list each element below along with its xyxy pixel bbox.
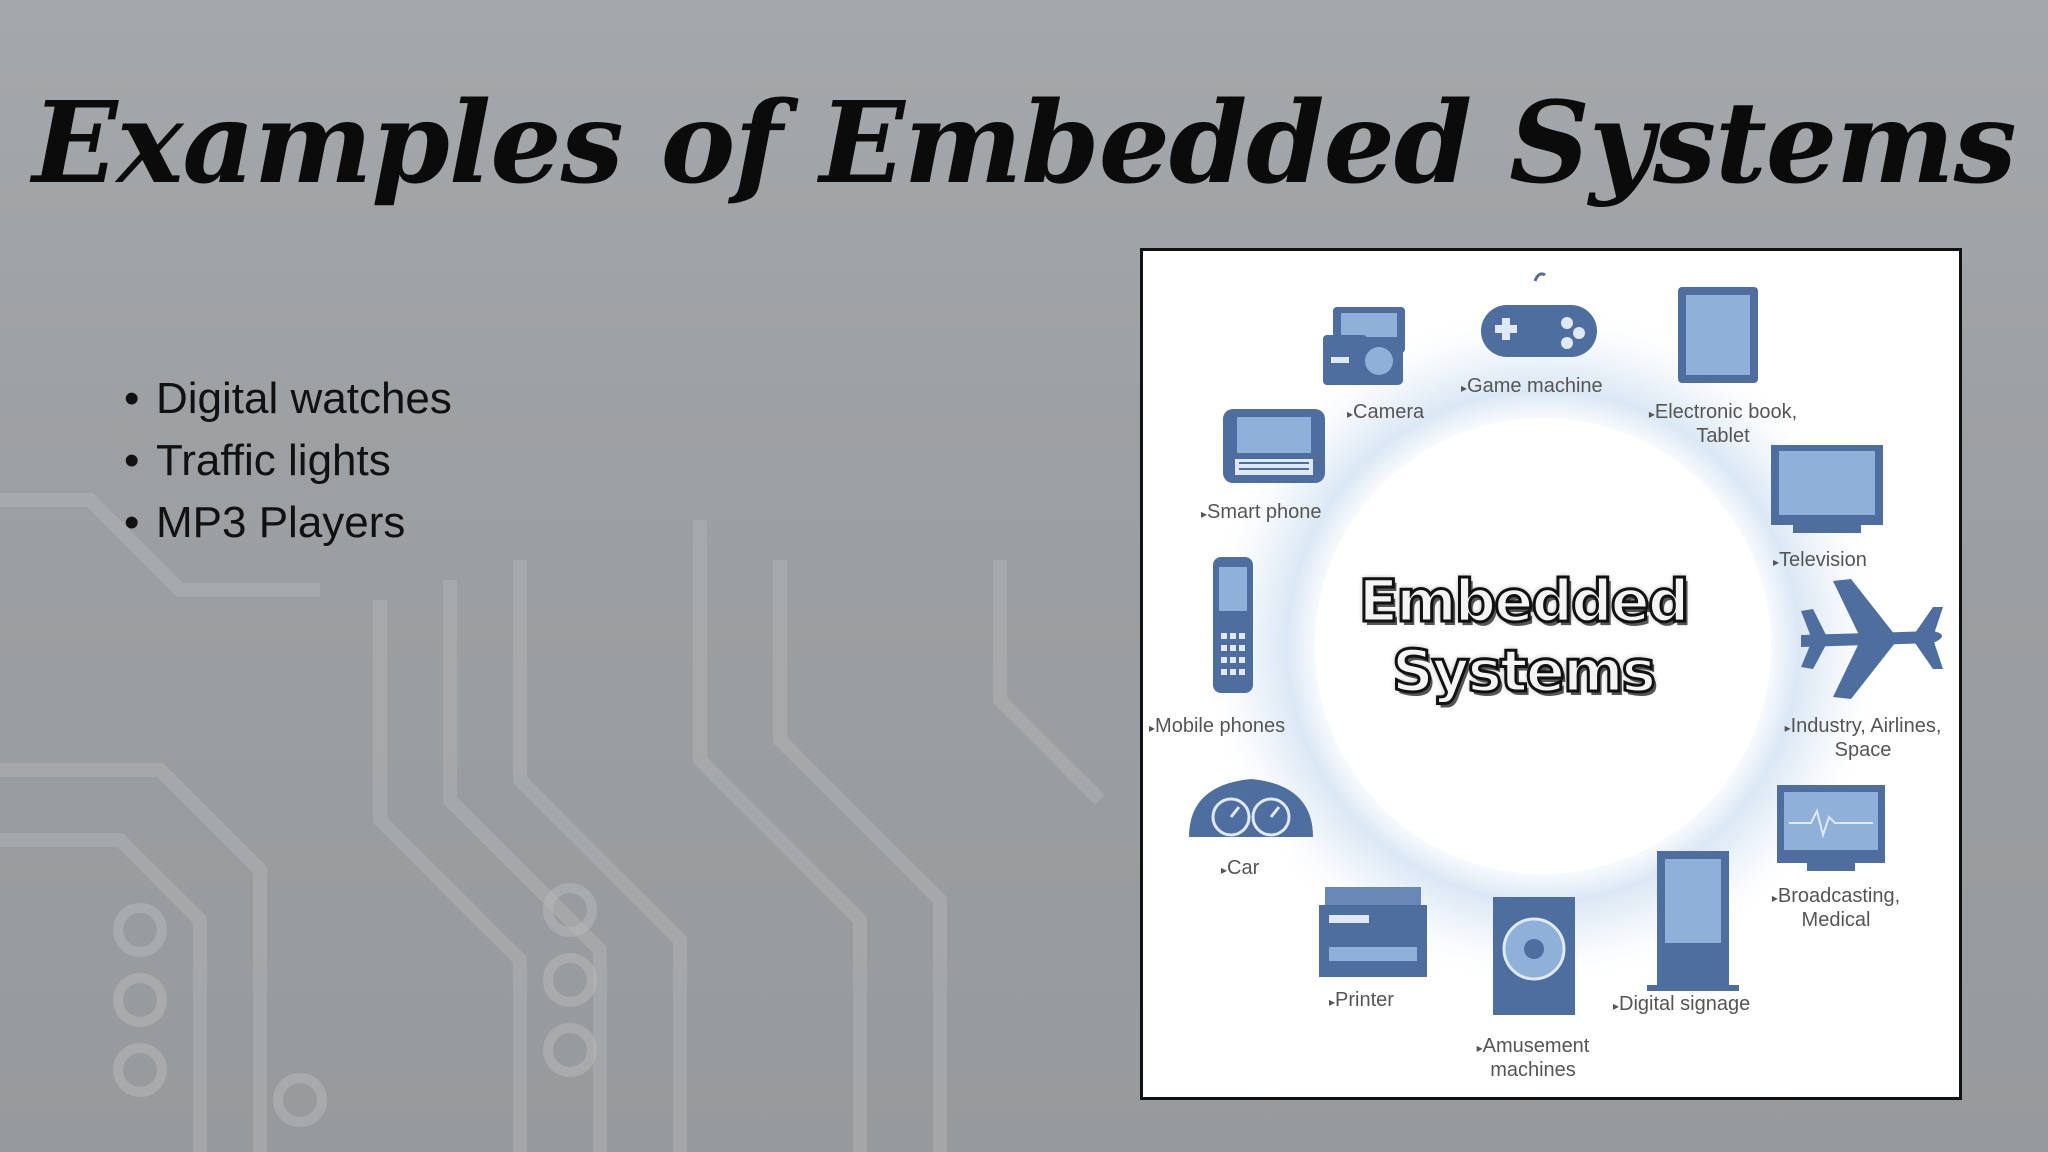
label-car: Car [1221,857,1259,881]
camera-icon [1323,307,1405,385]
label-broadcasting: Broadcasting,Medical [1751,885,1921,931]
tablet-icon [1678,287,1758,383]
label-game-machine: Game machine [1461,375,1603,399]
embedded-systems-diagram: Embedded Systems Camera Game machine Ele… [1140,248,1962,1100]
bullet-text: MP3 Players [156,498,406,547]
label-line: Space [1834,739,1892,761]
bullet-list: • Digital watches • Traffic lights • MP3 Pl… [124,368,452,554]
monitor-icon [1777,785,1885,871]
label-camera: Camera [1347,401,1424,425]
label-industry: Industry, Airlines,Space [1767,715,1959,761]
amusement-machine-icon [1493,897,1575,1015]
label-television: Television [1773,549,1867,573]
center-title-line-1: Embedded [1357,566,1691,637]
bullet-text: Traffic lights [156,436,391,485]
center-circle [1315,418,1771,874]
car-dashboard-icon [1189,779,1313,837]
bullet-dot: • [124,374,140,423]
label-line: Tablet [1696,425,1750,447]
diagram-artwork [1189,272,1943,1015]
label-printer: Printer [1329,989,1394,1013]
label-line: Broadcasting, [1777,885,1901,907]
airplane-icon [1801,579,1943,699]
smartphone-icon [1223,409,1325,483]
printer-icon [1319,887,1427,977]
label-line: Electronic book, [1654,401,1798,423]
television-icon [1771,445,1883,533]
bullet-item: • Digital watches [124,368,452,430]
mobile-phone-icon [1213,557,1253,693]
bullet-item: • MP3 Players [124,492,452,554]
slide-title: Examples of Embedded Systems [32,78,2016,209]
label-mobile-phones: Mobile phones [1149,715,1285,739]
label-line: Amusement [1482,1035,1590,1057]
bullet-item: • Traffic lights [124,430,452,492]
center-title-line-2: Systems [1390,636,1657,707]
label-line: machines [1490,1059,1576,1081]
bullet-dot: • [124,436,140,485]
bullet-dot: • [124,498,140,547]
label-line: Industry, Airlines, [1790,715,1942,737]
signage-icon [1647,851,1739,991]
label-smart-phone: Smart phone [1201,501,1322,525]
label-electronic-book: Electronic book,Tablet [1633,401,1813,447]
gamepad-icon [1481,272,1597,357]
label-digital-signage: Digital signage [1613,993,1750,1017]
bullet-text: Digital watches [156,374,452,423]
label-line: Medical [1801,909,1871,931]
